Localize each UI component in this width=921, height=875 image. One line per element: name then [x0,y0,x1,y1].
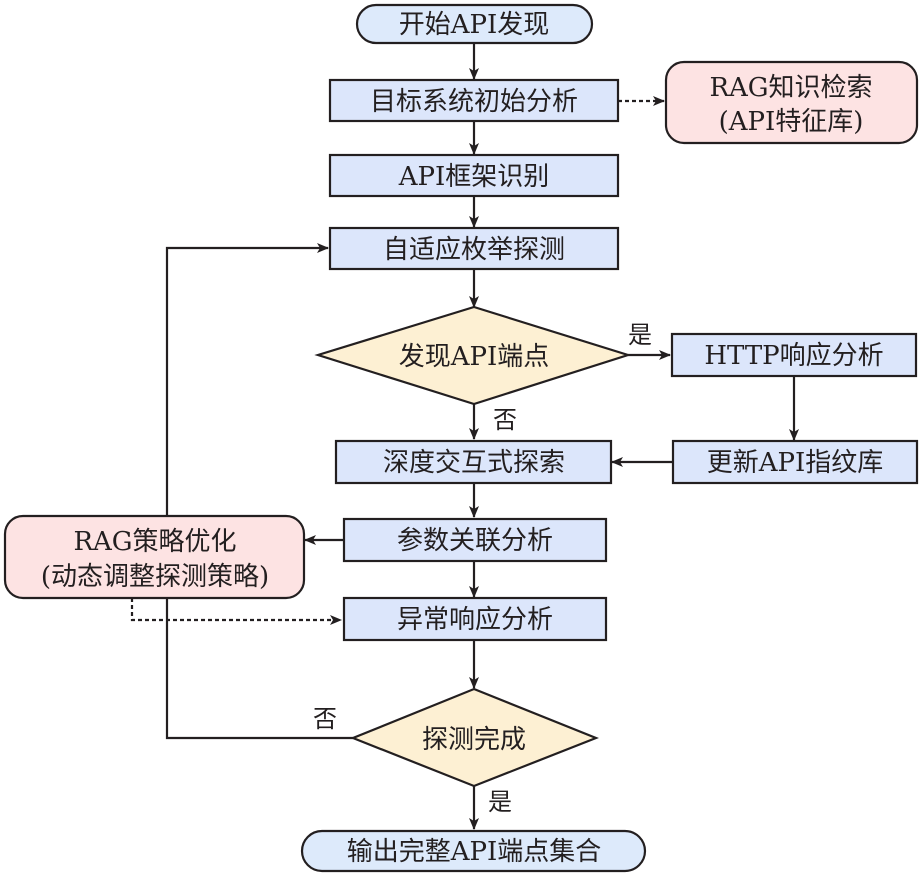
node-rag-retrieval-label-2: (API特征库) [719,107,864,137]
edges [130,43,799,830]
node-probe-complete: 探测完成 [350,687,599,788]
node-probe-complete-label: 探测完成 [422,725,526,755]
node-adaptive-enum-label: 自适应枚举探测 [383,235,565,265]
node-http-response: HTTP响应分析 [670,332,918,378]
node-update-fingerprint-label: 更新API指纹库 [707,448,884,478]
edge-label-complete-no: 否 [313,705,337,733]
edge-label-complete-yes: 是 [488,788,512,816]
node-output-label: 输出完整API端点集合 [347,837,602,867]
node-param-analysis-label: 参数关联分析 [397,526,553,556]
node-framework-identify: API框架识别 [328,153,620,198]
node-output: 输出完整API端点集合 [300,829,647,873]
node-http-response-label: HTTP响应分析 [704,341,883,371]
edge-complete-no-loop [165,243,353,740]
node-rag-strategy: RAG策略优化 (动态调整探测策略) [3,514,306,600]
node-anomaly-analysis-label: 异常响应分析 [397,605,553,635]
edge-rag-strategy-to-anomaly [130,598,342,625]
node-initial-analysis: 目标系统初始分析 [328,78,620,123]
node-framework-identify-label: API框架识别 [398,162,550,192]
node-rag-retrieval: RAG知识检索 (API特征库) [664,60,919,145]
node-rag-retrieval-label-1: RAG知识检索 [709,73,872,103]
node-start-label: 开始API发现 [399,10,550,40]
node-param-analysis: 参数关联分析 [342,517,608,563]
edge-label-found-no: 否 [493,406,517,434]
node-deep-explore-label: 深度交互式探索 [383,448,565,478]
node-initial-analysis-label: 目标系统初始分析 [370,87,578,117]
node-update-fingerprint: 更新API指纹库 [671,439,919,485]
edge-label-found-yes: 是 [628,321,652,349]
node-adaptive-enum: 自适应枚举探测 [328,226,620,271]
node-rag-strategy-label-1: RAG策略优化 [73,527,236,557]
node-found-endpoint: 发现API端点 [314,305,632,406]
node-deep-explore: 深度交互式探索 [334,439,613,485]
node-found-endpoint-label: 发现API端点 [399,342,550,372]
node-anomaly-analysis: 异常响应分析 [342,596,608,642]
node-start: 开始API发现 [355,3,594,45]
node-rag-strategy-label-2: (动态调整探测策略) [41,562,269,592]
